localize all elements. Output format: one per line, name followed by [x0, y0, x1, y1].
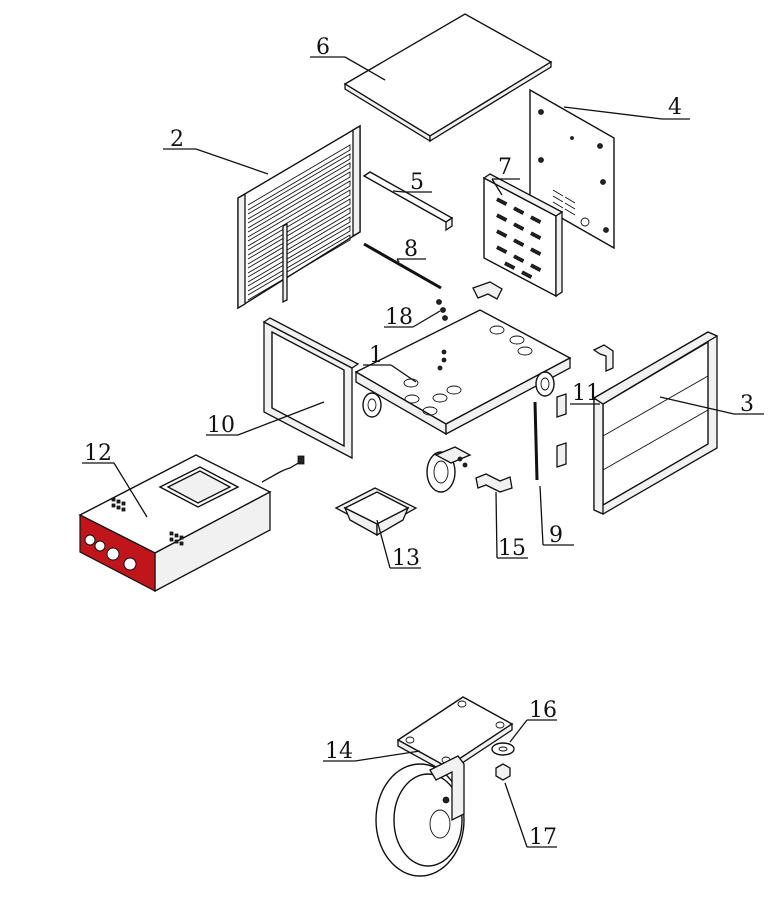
vent-slot	[513, 238, 525, 247]
label-14: 14	[325, 739, 353, 764]
part-6-top-panel	[343, 13, 553, 143]
louvre-slat	[247, 189, 351, 256]
louvre-slat	[247, 207, 351, 274]
label-18: 18	[385, 305, 413, 330]
part-5-bar	[362, 171, 454, 232]
louvre-slat	[247, 234, 351, 301]
vent-slot	[513, 206, 525, 215]
louvre-slat	[247, 153, 351, 220]
vent-slot	[496, 213, 508, 222]
bracket-right	[592, 344, 614, 372]
part-2-louvred-side-panel	[237, 124, 361, 310]
label-2: 2	[170, 127, 184, 152]
part-12-control-unit	[78, 454, 305, 593]
label-1: 1	[369, 343, 383, 368]
vent-slot	[530, 263, 542, 272]
louvre-slat	[247, 162, 351, 229]
louvre-slat	[247, 216, 351, 283]
vent-slot	[530, 215, 542, 224]
part-15-bracket	[475, 473, 513, 493]
part-9-strip	[533, 401, 539, 481]
part-10-door-frame	[262, 317, 360, 460]
label-4: 4	[668, 95, 682, 120]
vent-slot	[513, 254, 525, 263]
louvre-slat	[247, 171, 351, 238]
louvre-slat	[247, 180, 351, 247]
label-11: 11	[572, 381, 600, 406]
label-16: 16	[529, 698, 557, 723]
label-10: 10	[207, 413, 235, 438]
part-18-screws	[436, 299, 448, 321]
leader-lines	[82, 56, 764, 848]
vent-slot	[496, 229, 508, 238]
vent-slot	[530, 231, 542, 240]
label-15: 15	[498, 536, 526, 561]
label-13: 13	[392, 546, 420, 571]
part-14-caster-detail	[375, 696, 515, 877]
louvre-slat	[247, 225, 351, 292]
part-11-latches	[556, 393, 567, 468]
label-6: 6	[316, 35, 330, 60]
part-1-base-platform	[354, 309, 572, 436]
vent-slot	[530, 247, 542, 256]
vent-slot	[513, 222, 525, 231]
part-3-side-frame	[592, 331, 719, 516]
vent-slot	[496, 245, 508, 254]
label-9: 9	[549, 523, 563, 548]
bracket-upper	[472, 281, 503, 300]
louvre-slat	[247, 144, 351, 211]
caster-small	[426, 446, 472, 493]
label-5: 5	[410, 170, 424, 195]
label-17: 17	[529, 825, 557, 850]
louvre-slat	[247, 198, 351, 265]
vent-slot	[496, 197, 508, 206]
label-12: 12	[84, 441, 112, 466]
part-8-rod	[363, 242, 442, 290]
part-13-pan	[334, 487, 418, 537]
vent-slot	[504, 261, 516, 270]
vent-slot	[521, 270, 533, 279]
part-7-inner-panel	[482, 173, 564, 298]
label-7: 7	[498, 155, 512, 180]
label-3: 3	[740, 392, 754, 417]
label-8: 8	[404, 237, 418, 262]
